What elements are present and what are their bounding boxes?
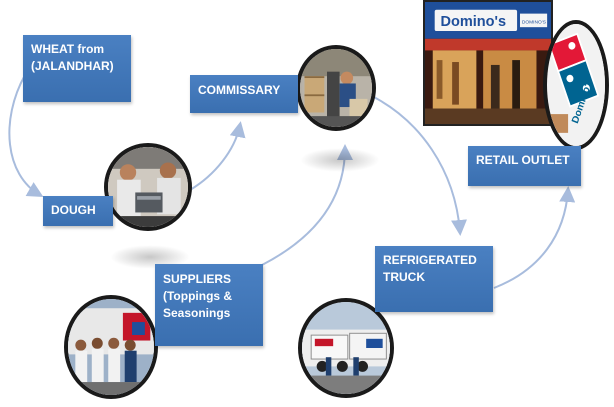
arrow-dough-to-commissary: [189, 121, 246, 191]
supplier-staff-photo: [64, 295, 158, 399]
arrow-wheat-to-dough: [8, 74, 44, 197]
arrow-suppliers-to-commissary: [261, 144, 353, 266]
delivery-trucks-photo: [298, 298, 394, 398]
storefront-photo: Domino's DOMINO'S: [423, 0, 553, 126]
box-truck: REFRIGERATED TRUCK: [375, 246, 493, 312]
box-commissary: COMMISSARY: [190, 75, 298, 113]
commissary-shadow: [300, 148, 380, 172]
storefront-sign: Domino's: [441, 14, 507, 30]
box-dough: DOUGH: [43, 196, 113, 226]
box-suppliers: SUPPLIERS (Toppings & Seasonings: [155, 264, 263, 346]
dominos-logo: Domino's: [543, 20, 609, 150]
box-wheat: WHEAT from (JALANDHAR): [23, 35, 131, 102]
box-retail: RETAIL OUTLET: [468, 146, 581, 186]
arrow-truck-to-retail: [493, 186, 576, 289]
dough-workers-photo: [104, 143, 192, 231]
storefront-sign-small: DOMINO'S: [522, 19, 546, 25]
arrow-commissary-to-truck: [369, 94, 468, 236]
warehouse-forklift-photo: [296, 45, 376, 131]
